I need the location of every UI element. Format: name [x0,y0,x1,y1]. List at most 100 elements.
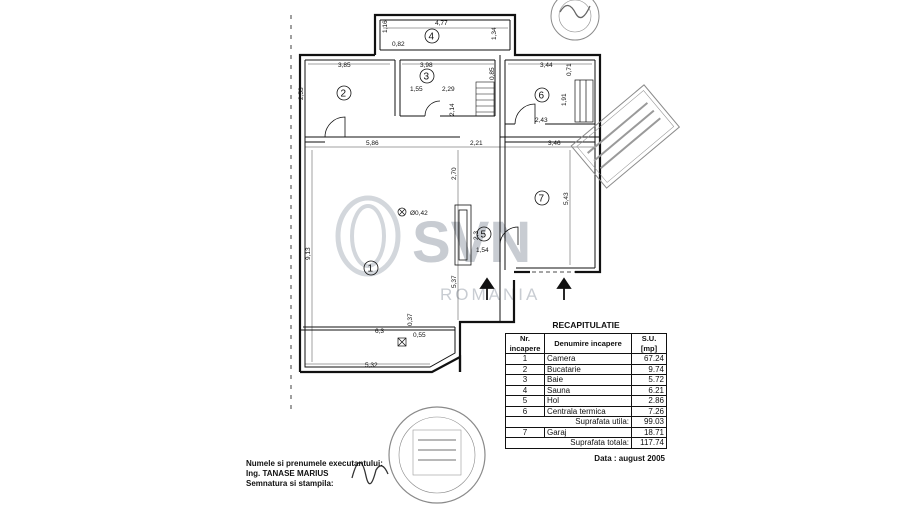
cell-nr: 7 [505,426,545,438]
dim-label: Ø0,42 [410,210,428,217]
cell-su: 5.72 [631,374,667,386]
cell-name: Hol [544,395,632,407]
cell-nr: 4 [505,384,545,396]
executant-name: Ing. TANASE MARIUS [246,469,329,478]
cell-nr: 5 [505,395,545,407]
table-row: 3 Baie 5.72 [505,374,667,386]
table-row: 6 Centrala termica 7.26 [505,405,667,417]
watermark-brand: SVN [412,210,531,275]
room-number: 2 [341,89,347,100]
dim-label: 0,82 [392,41,405,48]
cell-name: Centrala termica [544,405,632,417]
total-area-label: Suprafata totala: [505,437,632,449]
boiler-unit [574,79,594,123]
total-area-value: 117.74 [631,437,667,449]
cell-name: Camera [544,353,632,365]
cell-su: 67.24 [631,353,667,365]
outer-walls [298,13,602,374]
signature [351,461,389,485]
col-nr: Nr. incapere [505,333,545,354]
table-row: 1 Camera 67.24 [505,353,667,365]
col-su: S.U. [mp] [631,333,667,354]
signature-label: Semnatura si stampila: [246,479,334,488]
recap-table: RECAPITULATIE Nr. incapere Denumire inca… [505,320,667,463]
dim-label: 5,32 [365,362,378,369]
room-number: 5 [481,230,487,241]
table-header-row: Nr. incapere Denumire incapere S.U. [mp] [505,333,667,354]
cell-su: 18.71 [631,426,667,438]
stamp-top [550,0,600,41]
dim-label: 1,16 [382,20,389,33]
cell-name: Bucatarie [544,363,632,375]
col-name: Denumire incapere [544,333,632,354]
dim-label: 3,85 [338,62,351,69]
cell-su: 2.86 [631,395,667,407]
dimension-labels: 4,77 1,16 0,82 1,34 3,85 3,98 0,85 3,44 … [298,20,573,369]
dim-label: 0,85 [489,67,496,80]
dim-label: 0,71 [566,63,573,76]
chimney-markers [397,207,407,347]
dim-label: 2,21 [470,140,483,147]
cell-su: 6.21 [631,384,667,396]
dim-label: 1,54 [476,247,489,254]
cell-name: Garaj [544,426,632,438]
dim-label: 2,29 [442,86,455,93]
table-row: 4 Sauna 6.21 [505,384,667,396]
room-number: 1 [368,264,374,275]
cell-nr: 6 [505,405,545,417]
dim-label: 9,13 [305,247,312,260]
dim-label: 5,43 [563,192,570,205]
area-table: Nr. incapere Denumire incapere S.U. [mp]… [505,333,667,449]
dim-label: 1,34 [491,27,498,40]
dim-label: 3,98 [420,62,433,69]
dim-label: 0,37 [407,313,414,326]
table-row: 7 Garaj 18.71 [505,426,667,438]
useful-area-value: 99.03 [631,416,667,428]
cell-name: Baie [544,374,632,386]
dim-label: 5,37 [451,275,458,288]
inner-walls [300,19,600,368]
cell-nr: 2 [505,363,545,375]
dim-label: 1,91 [561,93,568,106]
watermark: SVN ROMANIA [335,195,537,304]
date-label: Data : august 2005 [594,453,665,463]
dim-label: 5,86 [366,140,379,147]
room-number: 7 [539,194,545,205]
dim-label: 6,3 [375,328,384,335]
room-number: 4 [429,32,435,43]
cell-name: Sauna [544,384,632,396]
room-number: 6 [539,91,545,102]
room-number: 3 [424,72,430,83]
dim-label: 3,44 [540,62,553,69]
dim-label: 2,3 [473,231,480,240]
cell-nr: 3 [505,374,545,386]
doors [324,100,536,266]
useful-area-row: Suprafata utila: 99.03 [505,416,667,428]
dim-label: 1,55 [410,86,423,93]
recap-title: RECAPITULATIE [552,320,620,330]
useful-area-label: Suprafata utila: [505,416,632,428]
cell-nr: 1 [505,353,545,365]
executant-label: Numele si prenumele executantului: [246,459,383,468]
table-row: 5 Hol 2.86 [505,395,667,407]
table-row: 2 Bucatarie 9.74 [505,363,667,375]
total-area-row: Suprafata totala: 117.74 [505,437,667,449]
stamp-right [570,84,681,189]
cell-su: 7.26 [631,405,667,417]
room-numbers: 2 3 4 5 6 7 1 [341,32,545,275]
entrance-arrow-icon [479,277,572,300]
cell-su: 9.74 [631,363,667,375]
room-markers [336,28,550,276]
stamp-bottom [388,406,486,504]
dim-label: 0,55 [413,332,426,339]
executant-block: Numele si prenumele executantului: Ing. … [246,459,383,489]
dimension-lines [305,27,595,365]
dim-label: 2,14 [449,103,456,116]
stairs [475,81,495,117]
dim-label: 2,70 [451,167,458,180]
dim-label: 4,77 [435,20,448,27]
dim-label: 2,53 [298,87,305,100]
dim-label: 2,43 [535,117,548,124]
dim-label: 3,46 [548,140,561,147]
